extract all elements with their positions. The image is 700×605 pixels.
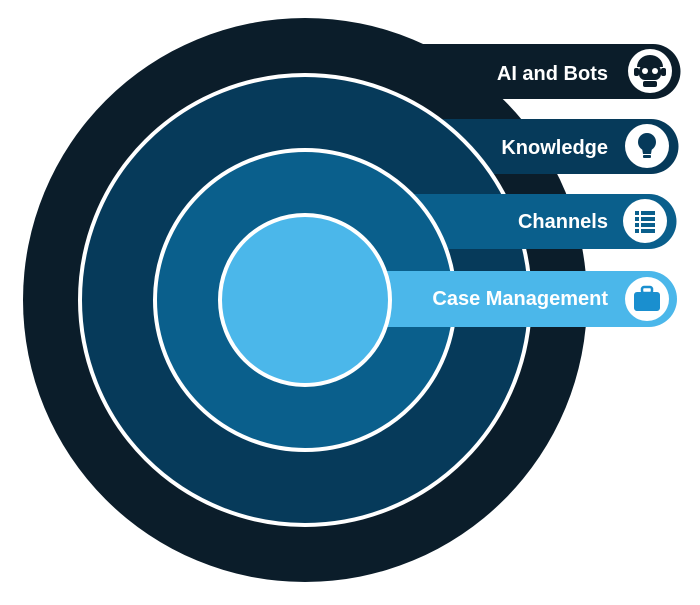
label-case-management: Case Management xyxy=(432,288,608,310)
ring-divider-case-management xyxy=(218,213,392,387)
label-ai-and-bots: AI and Bots xyxy=(497,63,608,85)
banner-knowledge xyxy=(400,119,679,174)
lightbulb-icon xyxy=(625,124,669,168)
briefcase-icon xyxy=(625,277,669,321)
layer-knowledge: Knowledge xyxy=(78,73,679,527)
label-channels: Channels xyxy=(518,211,608,233)
banner-channels xyxy=(400,194,677,249)
ring-case-management xyxy=(220,215,390,385)
banner-case-management xyxy=(380,271,677,327)
label-knowledge: Knowledge xyxy=(501,137,608,159)
robot-icon xyxy=(628,49,672,93)
banner-ai-and-bots xyxy=(400,44,681,99)
channels-list-icon xyxy=(623,199,667,243)
layer-case-management: Case Management xyxy=(218,213,677,387)
